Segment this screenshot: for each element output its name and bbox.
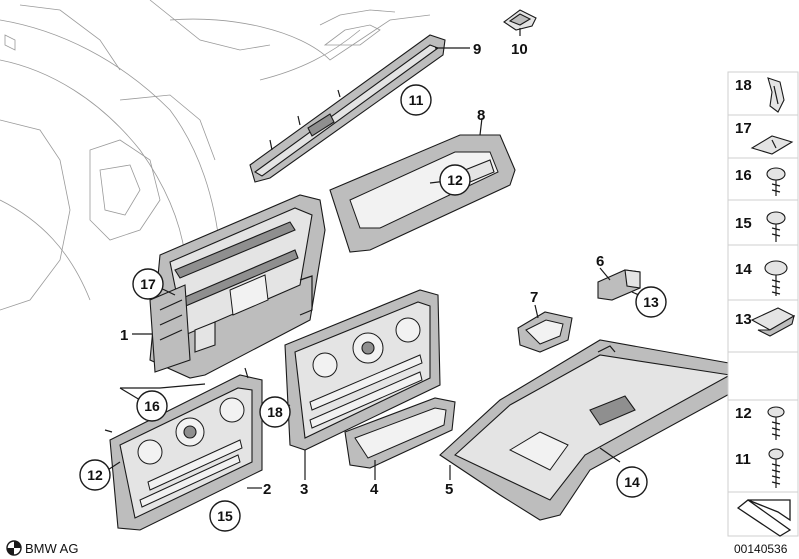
bmw-logo-icon <box>6 540 22 556</box>
callout-16-circled: 16 <box>136 390 168 422</box>
svg-text:13: 13 <box>643 294 659 310</box>
svg-text:16: 16 <box>735 167 752 184</box>
callout-13-circled: 13 <box>635 286 667 318</box>
callout-2: 2 <box>263 481 271 498</box>
svg-text:16: 16 <box>144 398 160 414</box>
part-6-plug <box>597 269 641 301</box>
callout-8: 8 <box>477 107 485 124</box>
callout-15-circled: 15 <box>209 500 241 532</box>
svg-text:11: 11 <box>735 451 751 468</box>
svg-text:13: 13 <box>735 311 752 328</box>
dashboard-outline <box>0 0 431 311</box>
part-10-clip <box>503 9 537 31</box>
side-part-17: 17 <box>735 120 794 155</box>
side-part-12-screw: 12 <box>735 405 785 440</box>
svg-text:17: 17 <box>735 120 752 137</box>
callout-12-circled-lower: 12 <box>79 459 111 491</box>
svg-text:11: 11 <box>409 92 424 108</box>
side-part-11-screw: 11 <box>735 448 784 488</box>
part-8-bezel <box>329 134 516 253</box>
brand-label: BMW AG <box>25 541 78 556</box>
part-5-console-cover <box>439 339 761 521</box>
side-part-15-screw: 15 <box>735 211 786 242</box>
callout-10: 10 <box>511 41 528 58</box>
side-parts-panel: 18 17 16 15 14 13 12 <box>727 71 799 493</box>
callouts: 1 2 3 4 5 6 7 8 9 10 11 12 12 13 14 <box>79 41 667 532</box>
callout-3: 3 <box>300 481 308 498</box>
orientation-arrow-icon <box>727 491 799 537</box>
svg-text:17: 17 <box>140 276 156 292</box>
side-part-18: 18 <box>735 77 785 113</box>
svg-text:15: 15 <box>735 215 752 232</box>
svg-text:18: 18 <box>735 77 752 94</box>
svg-text:12: 12 <box>447 172 463 188</box>
svg-text:12: 12 <box>735 405 752 422</box>
diagram-number: 00140536 <box>734 542 788 556</box>
callout-17-circled: 17 <box>132 268 164 300</box>
callout-11-circled: 11 <box>400 84 432 116</box>
side-part-14-screw: 14 <box>735 260 788 296</box>
callout-12-circled-upper: 12 <box>439 164 471 196</box>
svg-text:18: 18 <box>267 404 283 420</box>
side-part-16-screw: 16 <box>735 167 786 196</box>
svg-text:14: 14 <box>735 261 752 278</box>
callout-7: 7 <box>530 289 538 306</box>
part-2-control-panel <box>104 367 263 531</box>
part-7-insert <box>517 311 573 353</box>
svg-text:15: 15 <box>217 508 233 524</box>
callout-4: 4 <box>370 481 379 498</box>
callout-14-circled: 14 <box>616 466 648 498</box>
callout-9: 9 <box>473 41 481 58</box>
part-3-control-panel <box>284 289 441 451</box>
part-1-bracket <box>149 194 326 379</box>
callout-6: 6 <box>596 253 604 270</box>
svg-text:12: 12 <box>87 467 103 483</box>
callout-18-circled: 18 <box>259 396 291 428</box>
footer: BMW AG 00140536 <box>6 540 788 556</box>
callout-5: 5 <box>445 481 453 498</box>
callout-1: 1 <box>120 327 128 344</box>
side-part-13-clip: 13 <box>735 307 796 337</box>
svg-text:14: 14 <box>624 474 640 490</box>
part-4-tray <box>344 397 456 469</box>
